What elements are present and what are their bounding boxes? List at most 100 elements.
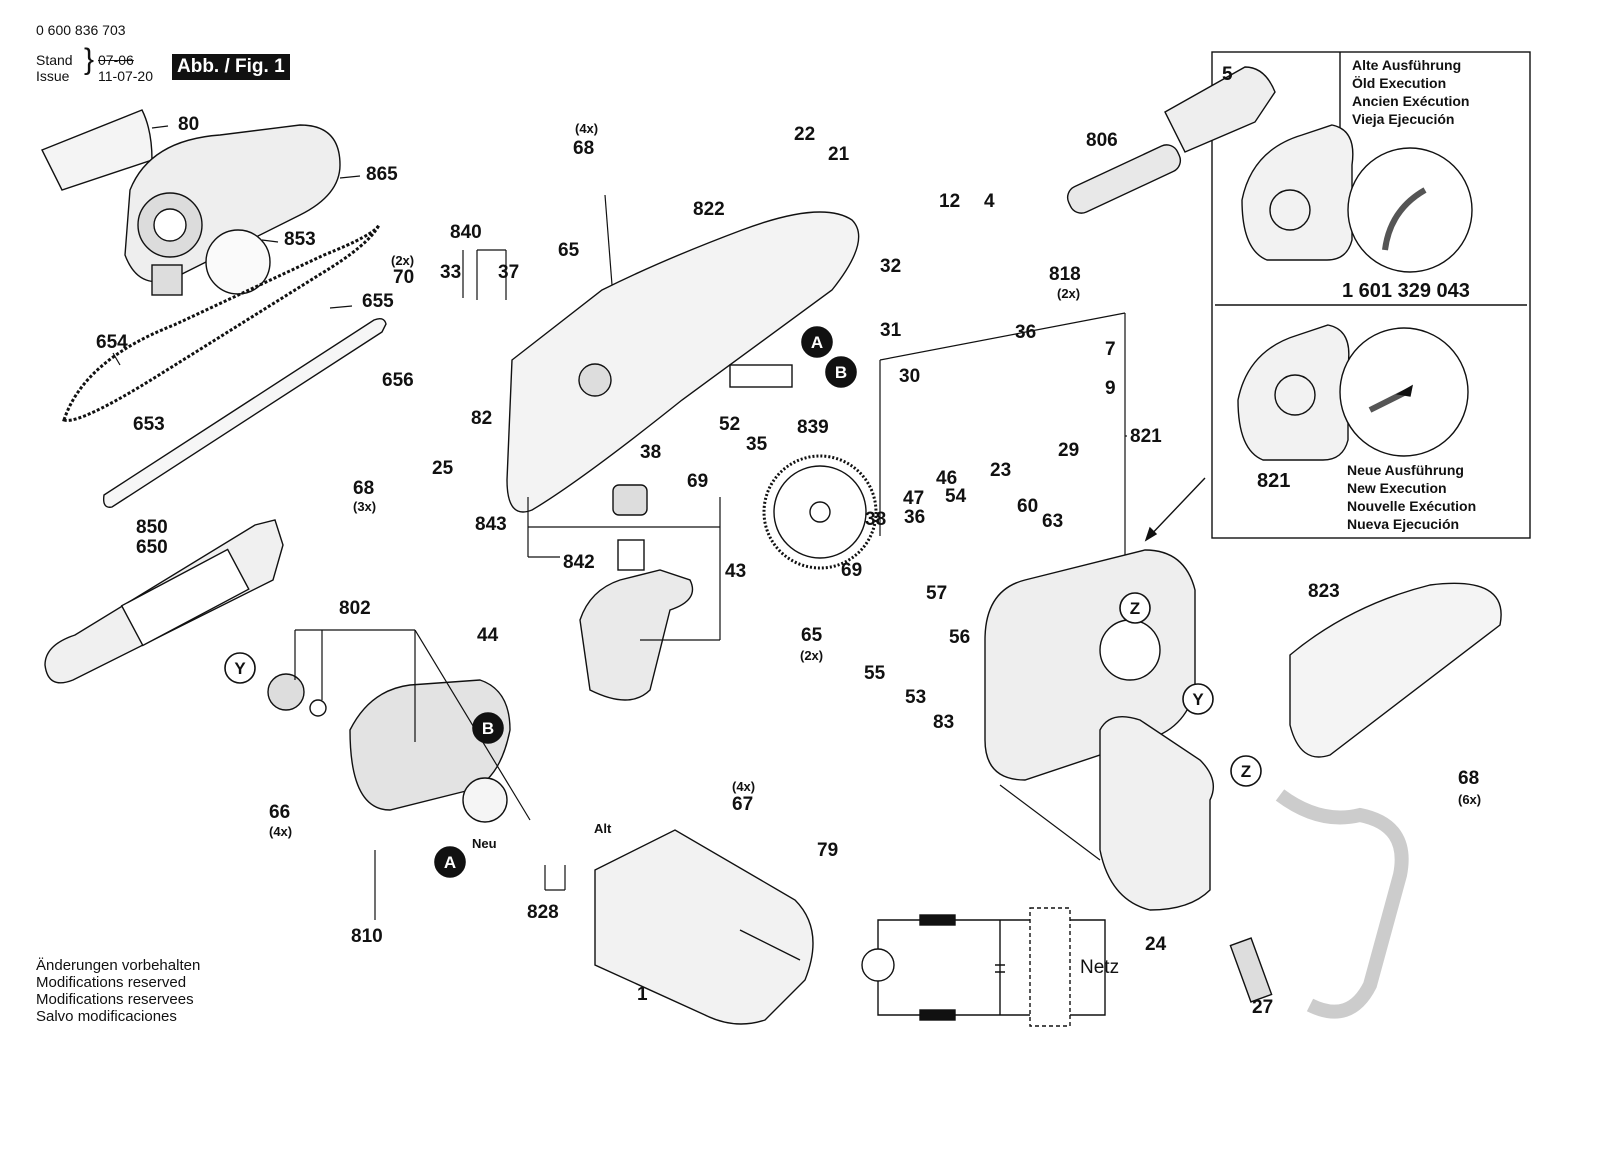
oil-tank-icon [579,484,694,701]
new-housing-icon [1237,324,1469,461]
callout-Neu: Neu [472,836,497,851]
wiring-schematic [861,907,1106,1027]
callout-70: 70 [393,267,414,288]
motor-icon [267,673,511,823]
inset-new-part-number: 821 [1257,470,1291,492]
callout-850: 850 [136,517,168,538]
callout-69: 69 [687,471,708,492]
leader-line [999,784,1101,861]
issue-label: Issue [36,68,70,84]
footer-note-es: Salvo modificaciones [36,1008,177,1025]
saw-chain-icon [62,224,381,422]
callout-21: 21 [828,144,850,165]
callout-1: 1 [637,984,648,1005]
hand-guard-icon [1289,582,1502,758]
callout-823: 823 [1308,581,1340,602]
callout-4: 4 [984,191,995,212]
callout-47: 47 [903,488,924,509]
callout-37: 37 [498,262,519,283]
stand-label: Stand [36,52,73,68]
callout-56: 56 [949,627,970,648]
rear-handle-icon [1099,716,1214,911]
callout-32: 32 [880,256,901,277]
leader-line [879,312,1126,361]
callout-806: 806 [1086,130,1118,151]
callout-4x: (4x) [575,121,598,136]
stand-date: 07-06 [98,52,134,68]
marker-label-y: Y [234,659,246,678]
inset-old-part-number: 1 601 329 043 [1342,280,1470,302]
callout-65: 65 [558,240,580,261]
callout-68: 68 [573,138,594,159]
marker-circle-y [1182,683,1214,715]
inset-old-line-en: Öld Execution [1352,75,1447,91]
inset-old-line-es: Vieja Ejecución [1352,111,1455,127]
marker-label-a: A [444,853,456,872]
callout-828: 828 [527,902,559,923]
callout-22: 22 [794,124,815,145]
callout-656: 656 [382,370,414,391]
leader-line [151,125,169,129]
callout-27: 27 [1252,997,1273,1018]
callout-654: 654 [96,332,128,353]
inset-old-line-de: Alte Ausführung [1352,57,1462,73]
brace-glyph: } [84,43,95,76]
callout-6x: (6x) [1458,792,1481,807]
callout-5: 5 [1222,64,1233,85]
callout-865: 865 [366,164,398,185]
callout-30: 30 [899,366,920,387]
plug-icon [1066,66,1276,214]
marker-circle-b [472,712,504,744]
callout-655: 655 [362,291,394,312]
chain-cover-icon [41,109,341,296]
issue-date: 11-07-20 [98,68,154,84]
callout-57: 57 [926,583,947,604]
old-housing-icon [1241,124,1473,273]
callout-80: 80 [178,114,199,135]
leader-line [339,175,361,179]
callout-31: 31 [880,320,902,341]
callout-12: 12 [939,191,960,212]
callout-68: 68 [353,478,374,499]
callout-36: 36 [1015,322,1036,343]
callout-853: 853 [284,229,316,250]
callout-810: 810 [351,926,383,947]
callout-7: 7 [1105,339,1116,360]
marker-label-b: B [482,719,494,738]
callout-36: 36 [904,507,925,528]
callout-818: 818 [1049,264,1081,285]
inset-new-line-es: Nueva Ejecución [1347,516,1460,532]
callout-65: 65 [801,625,823,646]
callout-802: 802 [339,598,371,619]
leader-line [261,239,279,243]
callout-54: 54 [945,486,967,507]
leader-line [604,194,613,286]
callout-63: 63 [1042,511,1063,532]
callout-38: 38 [865,509,886,530]
marker-circle-z [1230,755,1262,787]
marker-circle-b [825,356,857,388]
callout-25: 25 [432,458,454,479]
callout-650: 650 [136,537,168,558]
callout-Alt: Alt [594,821,612,836]
callout-653: 653 [133,414,165,435]
callout-43: 43 [725,561,746,582]
leader-line [112,352,121,366]
footer-note-de: Änderungen vorbehalten [36,957,201,974]
callout-38: 38 [640,442,661,463]
motor-housing-icon [594,829,814,1025]
marker-circle-a [801,326,833,358]
main-housing-icon [506,211,860,513]
marker-circle-y [224,652,256,684]
marker-label-b: B [835,363,847,382]
callout-9: 9 [1105,378,1116,399]
gear-icon [762,454,878,570]
front-handle-icon [1275,789,1409,1019]
marker-label-y: Y [1192,690,1204,709]
footer-note-fr: Modifications reservees [36,991,194,1008]
inset-old-line-fr: Ancien Exécution [1352,93,1470,109]
callout-24: 24 [1145,934,1167,955]
